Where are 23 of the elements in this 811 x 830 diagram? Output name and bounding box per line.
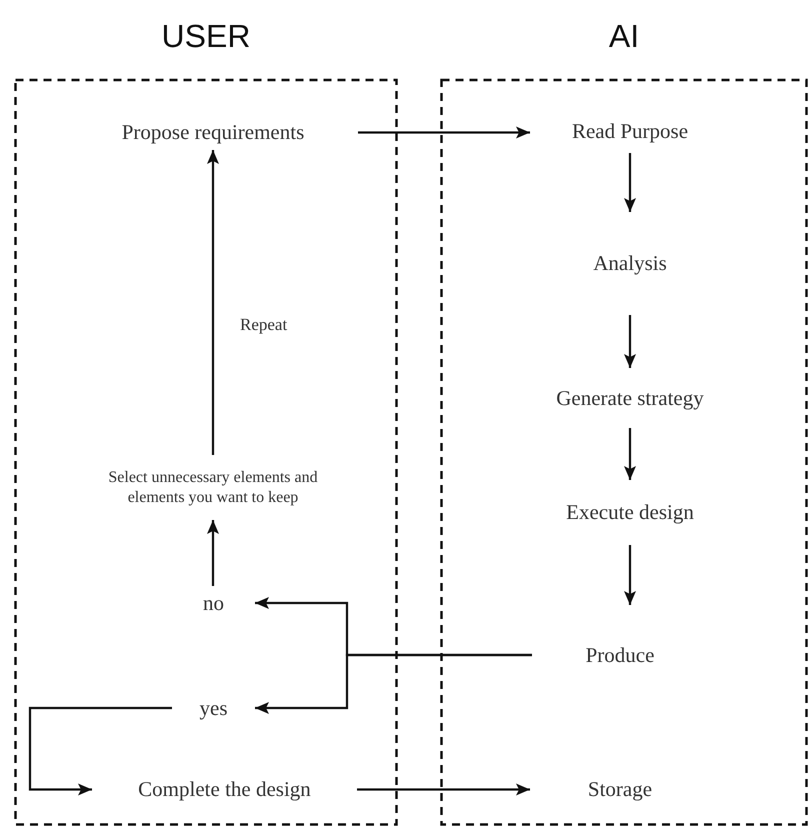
arrow	[357, 784, 530, 796]
step-text: no	[203, 590, 224, 616]
step-text: yes	[200, 694, 228, 722]
step-text: Complete the design	[138, 776, 311, 803]
arrow	[28, 706, 172, 796]
arrow	[207, 150, 219, 455]
step-text: Read Purpose	[572, 118, 688, 145]
lane-heading: AI	[608, 16, 640, 56]
step-text: Select unnecessary elements and elements you want to keep	[107, 468, 319, 508]
step-text: Analysis	[593, 250, 667, 277]
arrow	[624, 315, 636, 368]
arrow	[358, 126, 530, 138]
step-text: Produce	[586, 642, 654, 668]
arrow	[207, 520, 219, 586]
arrow	[624, 428, 636, 480]
step-text: Execute design	[566, 499, 694, 526]
arrow	[255, 654, 532, 714]
arrow	[624, 153, 636, 212]
step-text: Storage	[588, 776, 652, 803]
step-text: Generate strategy	[556, 384, 704, 412]
step-text: Propose requirements	[122, 119, 304, 146]
arrow	[624, 545, 636, 605]
lane-heading: USER	[160, 16, 252, 56]
